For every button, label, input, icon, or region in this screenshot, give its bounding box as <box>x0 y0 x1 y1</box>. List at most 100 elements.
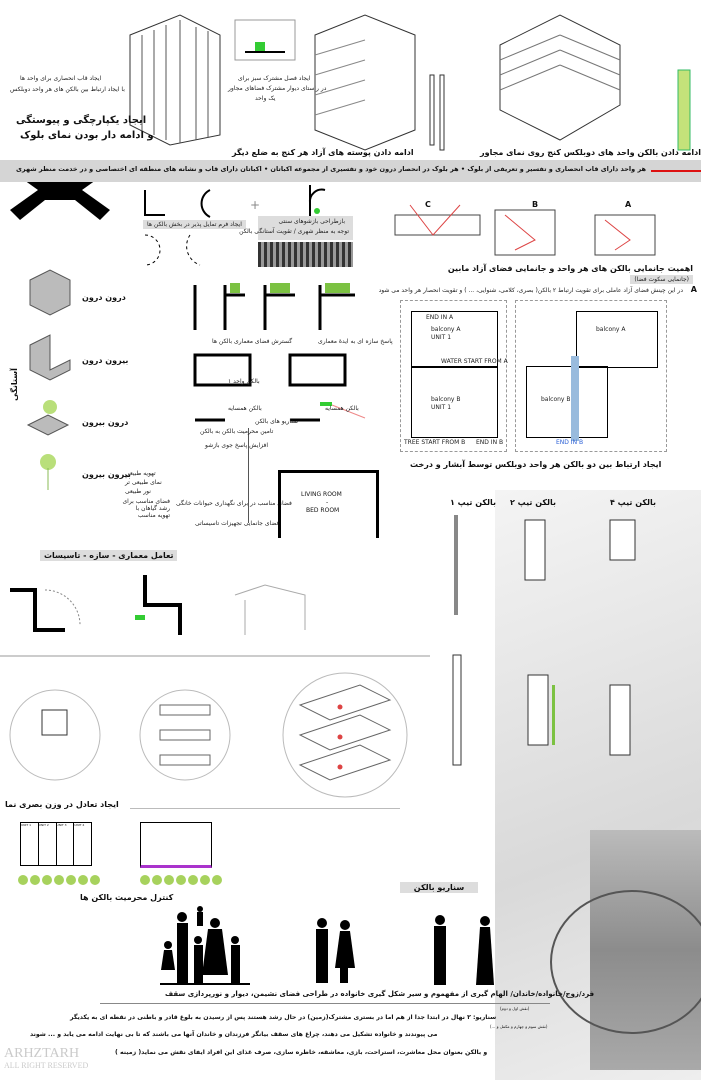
unit-1b: UNIT 1 <box>431 404 452 411</box>
interaction-title: تعامل معماری - سازه - تاسیسات <box>40 550 178 561</box>
a-note: در این چینش فضای آزاد عاملی برای تقویت ا… <box>378 287 683 294</box>
cube-in-out <box>26 400 70 436</box>
scenarios-title: سناریو های بالکن <box>255 418 299 425</box>
caption-right: ادامه دادن بالکن واحد های دوبلکس کنج روی… <box>480 148 701 157</box>
scenario-line <box>248 428 249 523</box>
interaction-diagram <box>10 575 306 635</box>
story-note-2: (نقش سوم و چهارم و مکمل و ...) <box>490 1024 548 1029</box>
neighbor-balcony-1: بالکن همسایه <box>228 405 262 412</box>
label-b: B <box>532 200 539 209</box>
plus-icon: + <box>250 198 261 212</box>
threshold-out-in: بیرون درون <box>82 356 129 365</box>
curve-form-diagram <box>144 189 211 266</box>
watermark-brand: ARHZTARH <box>4 1046 80 1061</box>
balcony-space-label: گسترش فضای معماری بالکن ها <box>212 338 293 345</box>
redesign-2: توجه به منظر شهری / تقویت آستانگی بالکن <box>239 228 349 235</box>
water-label: WATER START FROM A <box>441 358 508 365</box>
story-line-2: می پیوندند و خانواده تشکیل می دهند، چراغ… <box>30 1031 438 1038</box>
banner: هر واحد دارای قاب انحصاری و تفسیر و تعری… <box>0 160 701 182</box>
couple-silhouette <box>316 918 355 983</box>
story-line-3: و بالکن بعنوان محل معاشرت، استراحت، بازی… <box>115 1049 488 1056</box>
green-note-2: در راستای دیوار مشترک فضاهای مجاور <box>228 85 327 92</box>
facade-b <box>140 822 212 868</box>
label-c: C <box>425 200 431 209</box>
green-note-1: ایجاد فصل مشترک سبز برای <box>238 75 311 82</box>
room-plan: LIVING ROOM - BED ROOM <box>278 470 379 538</box>
plan-diagram-green <box>234 19 296 61</box>
family-caption: فرد/زوج/خانواده/خاندان/ الهام گیری از مف… <box>165 990 595 998</box>
unit-balcony-label: بالکن واحد ۱ <box>228 378 260 385</box>
redesign-1: بازطراحی بازشوهای سنتی <box>278 218 345 225</box>
balance-line <box>130 808 400 809</box>
iso-block-right <box>499 14 621 141</box>
threshold-in-out: درون بیرون <box>82 418 129 427</box>
balance-title: ایجاد تعادل در وزن بصری نما <box>5 800 119 809</box>
pair-silhouette <box>434 915 494 985</box>
plan-right: balcony A balcony B END IN B <box>515 300 667 452</box>
watermark-rights: ALL RIGHT RESERVED <box>4 1061 89 1070</box>
traditional-photos <box>258 242 353 267</box>
cell: UNIT 1 <box>21 823 39 865</box>
cell: UNIT 2 <box>39 823 57 865</box>
detail-circles <box>9 672 408 798</box>
threshold-in-in: درون درون <box>82 293 126 302</box>
end-a: END IN A <box>426 314 454 321</box>
unity-title-1: ایجاد یکپارچگی و پیوستگی <box>16 115 147 126</box>
cell: UNIT 4 <box>74 823 85 827</box>
type-1-label: بالکن تیپ ۱ <box>450 498 497 507</box>
unit-a-r: balcony A <box>596 326 626 333</box>
scenario-3: فضای مناسب در برای نگهداری حیوانات خانگی <box>176 500 292 507</box>
unit-a: balcony A <box>431 326 461 333</box>
green-note-3: یک واحد <box>255 95 276 102</box>
scenario-2: افزایش پاسخ جوی بازشو <box>205 442 268 449</box>
story-line-1: سناریو: ۲ نهال در ابتدا جدا از هم اما در… <box>70 1014 497 1021</box>
green-column-icon <box>677 69 691 151</box>
balcony-type-2 <box>524 519 555 746</box>
link-caption: ایجاد ارتباط بین دو بالکن هر واحد دوبلکس… <box>410 460 662 469</box>
threshold-out-out: بیرون بیرون <box>82 470 131 479</box>
story-note-1: (نقش اول و دوم) <box>500 1006 530 1011</box>
type-4-label: بالکن تیپ ۴ <box>610 498 657 507</box>
structure-note: پاسخ سازه ای به ایدۀ معماری <box>318 338 393 345</box>
iso-block-left <box>129 14 221 146</box>
scenario-4: فضای جانمایی تجهیزات تاسیساتی <box>195 520 280 527</box>
redesign-box: بازطراحی بازشوهای سنتی توجه به منظر شهری… <box>239 216 353 240</box>
banner-text: هر واحد دارای قاب انحصاری و تفسیر و تعری… <box>15 165 646 173</box>
cube-in-in <box>29 269 71 316</box>
plan-left: balcony A UNIT 1 balcony B UNIT 1 END IN… <box>400 300 508 452</box>
scenario-tag: سناریو بالکن <box>400 882 478 893</box>
iso-block-mid <box>314 14 445 151</box>
tree-out-out <box>40 454 56 490</box>
balcony-type-4 <box>609 519 636 756</box>
unity-title-2: و ادامه دار بودن نمای بلوک <box>20 130 154 141</box>
balcony-expansion-diagram <box>193 283 355 330</box>
cell: UNIT 3 <box>57 823 75 865</box>
unit-b-r: balcony B <box>541 396 571 403</box>
bed-room-label: BED ROOM <box>306 507 340 514</box>
abc-diagrams: C B A <box>385 195 701 263</box>
side-item-4: فضای مناسب برای رشد گیاهان با تهویه مناس… <box>122 498 170 519</box>
side-item-3: نور طبیعی <box>125 488 151 495</box>
importance-title: اهمیت جانمایی بالکن های هر واحد و جانمای… <box>447 264 693 273</box>
caption-line <box>100 1003 550 1004</box>
unit-1a: UNIT 1 <box>431 334 452 341</box>
divider <box>0 655 430 657</box>
scenario-1: تامین محرمیت بالکن به بالکن <box>200 428 274 435</box>
tree-label: TREE START FROM B <box>404 439 466 446</box>
a-label: A <box>690 285 697 294</box>
left-note-1: ایجاد قاب انحصاری برای واحد ها <box>20 75 102 82</box>
section-diagram <box>193 353 366 422</box>
living-room-label: LIVING ROOM <box>301 491 342 498</box>
cube-out-in <box>29 334 71 381</box>
neighbor-balcony-2: بالکن همسایه <box>325 405 359 412</box>
importance-tag: (جانمایی سکوت فضا) <box>630 275 693 284</box>
interior-render <box>550 830 701 1070</box>
facade-a: UNIT 1 UNIT 2 UNIT 3 UNIT 4 <box>20 822 92 866</box>
side-item-1: تهویه طبیعی <box>125 470 156 477</box>
end-b-r: END IN B <box>556 439 584 446</box>
caption-mid: ادامه دادن پوسته های آزاد هر کنج به ضلع … <box>232 148 414 157</box>
unit-b: balcony B <box>431 396 461 403</box>
curve-caption: ایجاد فرم تمایل پذیر در بخش بالکن ها <box>143 220 246 229</box>
left-note-2: با ایجاد ارتباط بین بالکن های هر واحد دو… <box>10 86 125 93</box>
family-silhouette <box>160 906 250 985</box>
